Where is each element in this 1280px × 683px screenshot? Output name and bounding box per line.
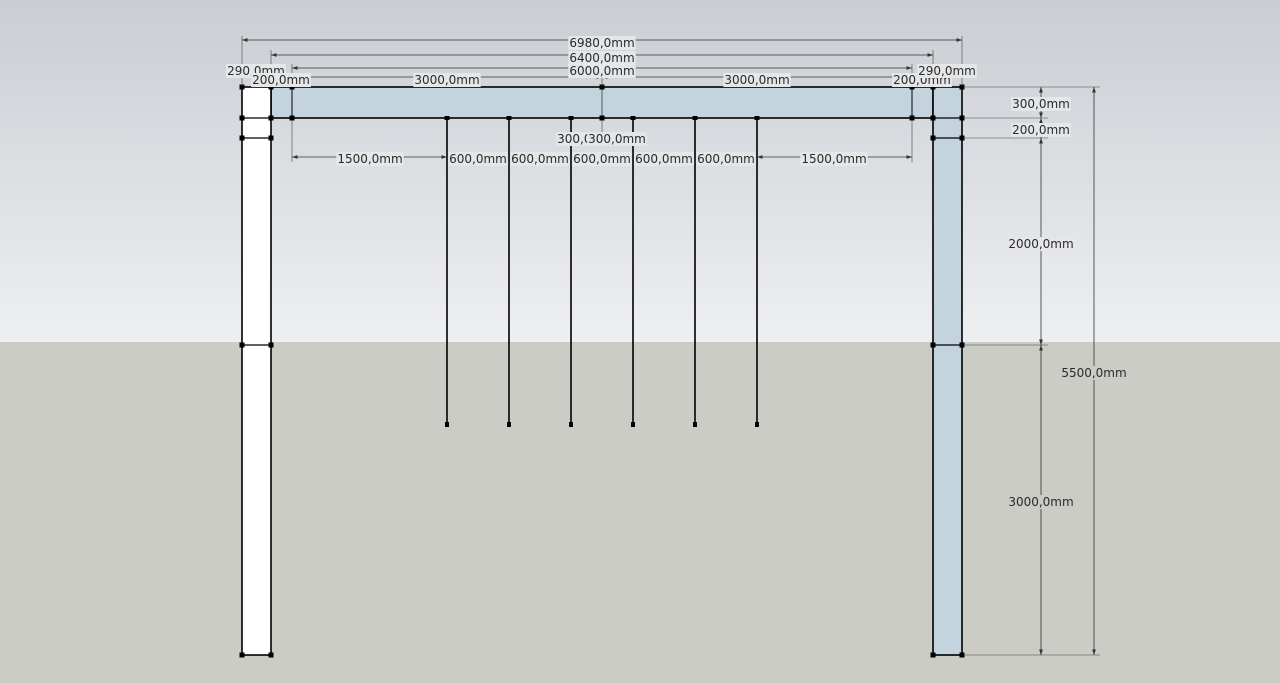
dimension-annotations[interactable]: 6980,0mm 6400,0mm 6000,0mm 290,0mm 200,0… (226, 36, 1128, 656)
dim-inner-width: 6400,0mm (569, 51, 634, 65)
label-halo (568, 64, 636, 78)
label-halo (1011, 123, 1071, 137)
dim-edge-left: 1500,0mm (337, 152, 402, 166)
left-post[interactable] (241, 86, 272, 656)
label-halo (251, 73, 311, 87)
label-halo (696, 152, 756, 166)
dim-overall-width: 6980,0mm (569, 36, 634, 50)
label-halo (800, 152, 868, 166)
dim-beam-height: 300,0mm (1012, 97, 1070, 111)
dim-lower-post: 3000,0mm (1008, 495, 1073, 509)
label-halo (568, 36, 636, 50)
label-halo (1060, 366, 1128, 380)
label-halo (1011, 97, 1071, 111)
label-halo (917, 64, 977, 78)
label-halo (634, 152, 694, 166)
label-halo (587, 132, 647, 146)
right-post[interactable] (932, 86, 963, 656)
label-halo (1007, 237, 1075, 251)
dim-upper-post: 2000,0mm (1008, 237, 1073, 251)
label-halo (568, 51, 636, 65)
label-halo (723, 73, 791, 87)
dim-spacing-2: 600,0mm (511, 152, 569, 166)
label-halo (336, 152, 404, 166)
label-halo (1007, 495, 1075, 509)
sky (0, 0, 1280, 342)
dim-right-half: 3000,0mm (724, 73, 789, 87)
label-halo (413, 73, 481, 87)
dim-spacing-3: 600,0mm (573, 152, 631, 166)
label-halo (510, 152, 570, 166)
dim-overall-height: 5500,0mm (1061, 366, 1126, 380)
rod-ends (444, 116, 760, 427)
dim-left-half: 3000,0mm (414, 73, 479, 87)
dim-edge-right: 1500,0mm (801, 152, 866, 166)
label-halo (572, 152, 632, 166)
label-halo (448, 152, 508, 166)
dimension-labels: 6980,0mm 6400,0mm 6000,0mm 290,0mm 200,0… (226, 36, 1128, 509)
dim-left-post-gap: 200,0mm (252, 73, 310, 87)
dim-right-post-width: 290,0mm (918, 64, 976, 78)
dim-center-right: 300,0mm (588, 132, 646, 146)
dim-spacing-5: 600,0mm (697, 152, 755, 166)
dim-spacing-1: 600,0mm (449, 152, 507, 166)
ground (0, 342, 1280, 683)
dim-spacing-4: 600,0mm (635, 152, 693, 166)
hanging-rods[interactable] (444, 116, 760, 427)
dim-band-height: 200,0mm (1012, 123, 1070, 137)
dim-beam-width: 6000,0mm (569, 64, 634, 78)
